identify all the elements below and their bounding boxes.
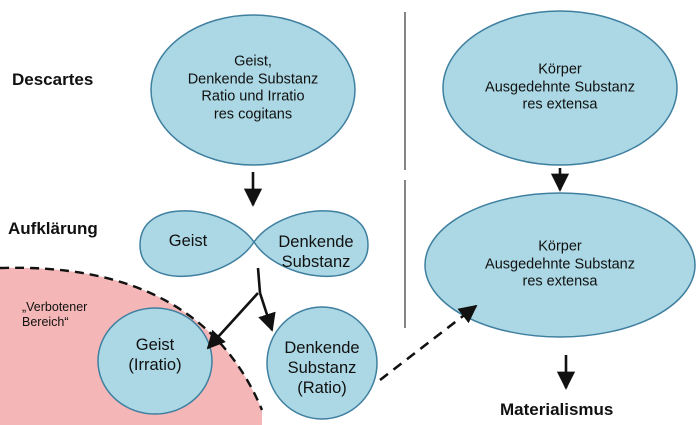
text-line: (Ratio) [297,379,347,398]
text-line: „Verbotener [22,300,88,314]
text-geist-mid: Geist [168,231,208,250]
text-line: res extensa [522,96,598,113]
text-line: Denkende [278,232,354,251]
node-geist-top [150,14,356,166]
label-materialismus: Materialismus [500,400,614,419]
text-line: Ausgedehnte Substanz [485,256,635,273]
text-denkende-mid: Denkende Substanz [278,232,353,272]
text-line: res cogitans [213,106,293,123]
arrow-ratio-to-koerper-dashed [379,304,478,382]
text-line: Körper [538,238,582,255]
node-geist-denkende-split [139,210,369,277]
node-koerper-top [442,10,678,166]
text-geist-irratio: Geist (Irratio) [128,335,181,375]
text-line: Geist [135,335,175,354]
text-line: Substanz [281,253,351,271]
text-koerper-top: Körper Ausgedehnte Substanz res extensa [485,61,635,114]
label-aufklaerung: Aufklärung [8,219,98,238]
arrow-to-geist-irratio [206,292,259,350]
node-denkende-ratio [266,306,378,420]
text-line: Denkende [284,338,360,357]
text-line: Körper [538,61,582,78]
text-line: Substanz [287,358,357,377]
text-line: (Irratio) [128,356,182,374]
text-denkende-ratio: Denkende Substanz (Ratio) [284,338,359,398]
text-line: Ausgedehnte Substanz [485,79,635,96]
text-line: Bereich“ [22,315,69,330]
text-verbotener-bereich: „Verbotener Bereich“ [22,300,87,331]
text-koerper-mid: Körper Ausgedehnte Substanz res extensa [485,238,635,291]
text-line: Ratio und Irratio [201,89,305,105]
text-geist-top: Geist, Denkende Substanz Ratio und Irrat… [188,54,319,125]
node-koerper-mid [424,192,696,338]
text-line: res extensa [522,273,598,290]
label-descartes: Descartes [12,70,94,89]
arrow-split-stem [256,267,262,294]
node-geist-irratio [97,307,213,415]
forbidden-boundary-dashed-line [0,266,264,411]
text-line: Denkende Substanz [187,71,319,88]
text-line: Geist, [234,53,272,70]
arrow-to-denkende-ratio [258,292,276,332]
